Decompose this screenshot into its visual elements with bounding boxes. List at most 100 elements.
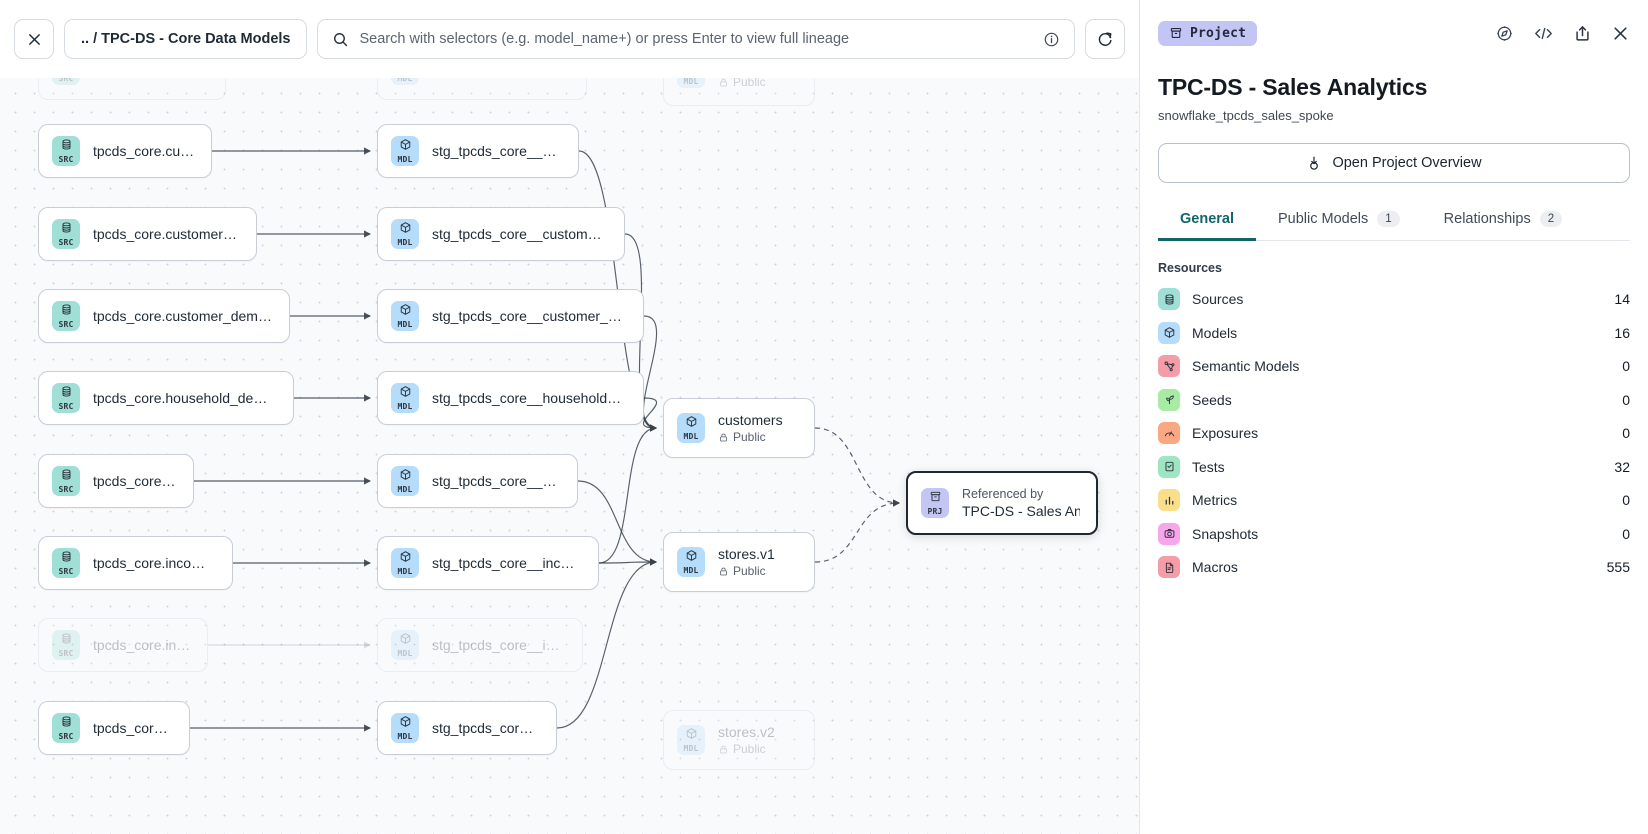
mdl-badge: MDL bbox=[391, 548, 419, 578]
resource-name: Metrics bbox=[1192, 492, 1238, 509]
database-icon bbox=[62, 139, 70, 150]
cube-icon bbox=[400, 304, 410, 315]
lineage-node-text: tpcds_core.customer_address bbox=[93, 226, 240, 242]
close-icon bbox=[28, 33, 40, 45]
cube-icon bbox=[400, 633, 410, 644]
src-badge: SRC bbox=[52, 301, 80, 331]
project-box-icon bbox=[930, 491, 940, 502]
resource-icon-tile bbox=[1158, 455, 1180, 478]
lineage-edge bbox=[598, 561, 657, 564]
lineage-edge bbox=[642, 397, 658, 429]
resource-icon-tile bbox=[1158, 321, 1180, 344]
lineage-edge-arrow bbox=[650, 424, 657, 432]
page-title: TPC-DS - Sales Analytics bbox=[1158, 74, 1428, 100]
prj-badge: PRJ bbox=[921, 488, 949, 518]
resource-icon-tile bbox=[1158, 522, 1180, 545]
badge-glyph bbox=[60, 138, 73, 155]
breadcrumb[interactable]: .. / TPC-DS - Core Data Models bbox=[64, 19, 308, 59]
badge-glyph bbox=[399, 715, 412, 732]
resource-count: 0 bbox=[1622, 391, 1630, 408]
badge-glyph bbox=[685, 415, 698, 432]
resource-name: Semantic Models bbox=[1192, 358, 1300, 375]
badge-kind-label: MDL bbox=[397, 567, 413, 576]
lineage-node-access: Public bbox=[718, 564, 775, 578]
document-code-icon bbox=[1165, 562, 1173, 573]
tab-label: General bbox=[1180, 211, 1234, 227]
resource-row[interactable]: Semantic Models 0 bbox=[1158, 351, 1630, 382]
lineage-node[interactable]: MDL stg_tpcds_core__customer_address bbox=[377, 207, 625, 261]
open-project-overview-button[interactable]: Open Project Overview bbox=[1158, 143, 1630, 183]
cube-icon bbox=[686, 728, 696, 739]
lineage-canvas[interactable]: SRCtpcds_core.call_centerMDLstg_tpcds_co… bbox=[0, 0, 1140, 834]
lineage-edge-arrow bbox=[364, 147, 371, 155]
badge-kind-label: SRC bbox=[58, 732, 74, 741]
mdl-badge: MDL bbox=[391, 713, 419, 743]
cube-icon bbox=[400, 139, 410, 150]
lineage-node-access-label: Public bbox=[733, 742, 766, 756]
search-info-button[interactable] bbox=[1043, 31, 1060, 48]
refresh-button[interactable] bbox=[1085, 19, 1125, 59]
close-panel-button[interactable] bbox=[1611, 24, 1630, 43]
lineage-edge bbox=[598, 427, 657, 564]
view-code-button[interactable] bbox=[1533, 24, 1554, 43]
tab-general[interactable]: General bbox=[1158, 205, 1256, 241]
lineage-node-title: stg_tpcds_core__inventory bbox=[432, 637, 566, 653]
resource-count: 16 bbox=[1614, 324, 1630, 341]
src-badge: SRC bbox=[52, 548, 80, 578]
badge-glyph bbox=[60, 385, 73, 402]
database-icon bbox=[1165, 294, 1173, 305]
mdl-badge: MDL bbox=[677, 413, 705, 443]
resource-count: 0 bbox=[1622, 358, 1630, 375]
tab-label: Relationships bbox=[1443, 211, 1531, 227]
resource-count: 0 bbox=[1622, 425, 1630, 442]
lineage-edge-arrow bbox=[364, 394, 371, 402]
badge-kind-label: MDL bbox=[397, 649, 413, 658]
lineage-node[interactable]: MDLstg_tpcds_core__household_demogr… bbox=[377, 371, 644, 425]
share-button[interactable] bbox=[1573, 24, 1592, 43]
explore-button[interactable] bbox=[1495, 24, 1514, 43]
lineage-node-title: stores.v1 bbox=[718, 546, 775, 562]
search-icon bbox=[334, 32, 348, 46]
lineage-node-text: stg_tpcds_core__customer_address bbox=[432, 226, 608, 242]
lineage-search[interactable] bbox=[317, 19, 1075, 59]
search-input[interactable] bbox=[359, 31, 1033, 47]
lineage-node[interactable]: MDLstg_tpcds_core__customer_demogra… bbox=[377, 289, 644, 343]
cube-icon bbox=[686, 550, 696, 561]
badge-kind-label: SRC bbox=[58, 649, 74, 658]
database-icon bbox=[62, 304, 70, 315]
lineage-node[interactable]: MDL stg_tpcds_core__inventory bbox=[377, 618, 583, 672]
mdl-badge: MDL bbox=[391, 219, 419, 249]
close-lineage-button[interactable] bbox=[14, 19, 54, 59]
mdl-badge: MDL bbox=[391, 630, 419, 660]
lineage-node-title: stg_tpcds_core__customer_address bbox=[432, 226, 608, 242]
